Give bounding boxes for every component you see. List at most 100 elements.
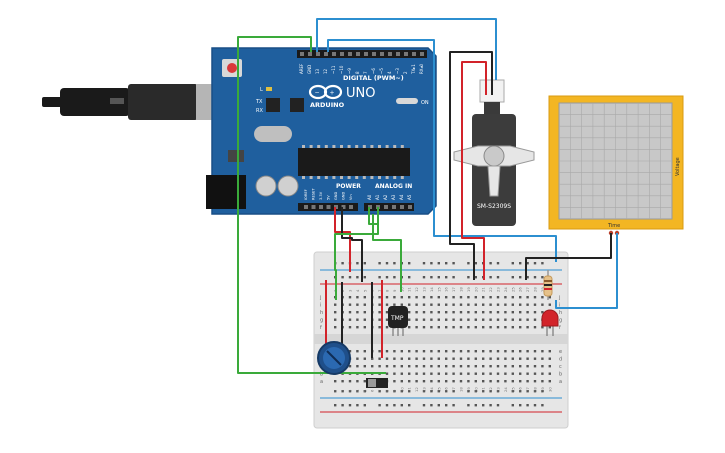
breadboard-hole[interactable] [378, 326, 381, 329]
header-pin[interactable] [341, 205, 346, 209]
breadboard-hole[interactable] [459, 372, 463, 375]
breadboard-hole[interactable] [533, 357, 537, 360]
rail-hole[interactable] [430, 390, 433, 393]
breadboard-hole[interactable] [489, 350, 492, 353]
breadboard-hole[interactable] [422, 318, 426, 321]
breadboard-hole[interactable] [548, 326, 551, 329]
rail-hole[interactable] [437, 404, 440, 407]
rail-hole[interactable] [452, 276, 455, 279]
rail-hole[interactable] [334, 390, 337, 393]
rail-hole[interactable] [467, 404, 470, 407]
breadboard-hole[interactable] [482, 311, 485, 314]
rail-hole[interactable] [496, 262, 500, 265]
breadboard-hole[interactable] [415, 350, 418, 353]
rail-hole[interactable] [378, 276, 381, 279]
breadboard-hole[interactable] [548, 357, 551, 360]
breadboard-hole[interactable] [482, 380, 485, 383]
breadboard-hole[interactable] [519, 326, 522, 329]
breadboard-hole[interactable] [385, 326, 389, 329]
breadboard-hole[interactable] [489, 311, 492, 314]
breadboard-hole[interactable] [459, 380, 463, 383]
header-pin[interactable] [400, 205, 404, 209]
rail-hole[interactable] [452, 390, 455, 393]
breadboard-hole[interactable] [504, 357, 507, 360]
rail-hole[interactable] [496, 404, 500, 407]
breadboard-hole[interactable] [348, 326, 352, 329]
breadboard-hole[interactable] [533, 303, 537, 306]
breadboard-hole[interactable] [430, 357, 433, 360]
breadboard-hole[interactable] [430, 296, 433, 299]
header-pin[interactable] [311, 205, 316, 209]
breadboard-hole[interactable] [356, 350, 359, 353]
breadboard-hole[interactable] [334, 303, 337, 306]
breadboard-hole[interactable] [474, 311, 477, 314]
rail-hole[interactable] [385, 404, 389, 407]
header-pin[interactable] [364, 52, 368, 56]
rail-hole[interactable] [363, 262, 366, 265]
rail-hole[interactable] [437, 390, 440, 393]
header-pin[interactable] [380, 52, 384, 56]
wire-green[interactable] [372, 214, 402, 292]
breadboard-hole[interactable] [430, 303, 433, 306]
header-pin[interactable] [348, 52, 352, 56]
breadboard-hole[interactable] [363, 326, 366, 329]
breadboard-hole[interactable] [533, 380, 537, 383]
breadboard-hole[interactable] [363, 380, 366, 383]
breadboard-hole[interactable] [385, 296, 389, 299]
breadboard-hole[interactable] [459, 303, 463, 306]
breadboard-hole[interactable] [400, 372, 403, 375]
breadboard-hole[interactable] [511, 365, 514, 368]
breadboard-hole[interactable] [348, 296, 352, 299]
rail-hole[interactable] [519, 262, 522, 265]
rail-hole[interactable] [511, 390, 514, 393]
rail-hole[interactable] [467, 390, 470, 393]
rail-hole[interactable] [474, 262, 477, 265]
breadboard-hole[interactable] [533, 318, 537, 321]
slide-switch[interactable] [366, 378, 388, 388]
breadboard-hole[interactable] [348, 303, 352, 306]
breadboard-hole[interactable] [533, 326, 537, 329]
rail-hole[interactable] [482, 390, 485, 393]
header-pin[interactable] [324, 52, 328, 56]
header-pin[interactable] [384, 205, 388, 209]
breadboard-hole[interactable] [496, 365, 500, 368]
breadboard-hole[interactable] [385, 303, 389, 306]
breadboard-hole[interactable] [437, 350, 440, 353]
breadboard-hole[interactable] [459, 350, 463, 353]
resistor[interactable] [543, 270, 553, 300]
breadboard-hole[interactable] [526, 311, 529, 314]
rail-hole[interactable] [385, 276, 389, 279]
rail-hole[interactable] [422, 262, 426, 265]
breadboard-hole[interactable] [430, 380, 433, 383]
breadboard-hole[interactable] [437, 357, 440, 360]
rail-hole[interactable] [467, 276, 470, 279]
header-pin[interactable] [420, 52, 424, 56]
breadboard-hole[interactable] [363, 365, 366, 368]
breadboard-hole[interactable] [452, 311, 455, 314]
breadboard-hole[interactable] [496, 380, 500, 383]
breadboard-hole[interactable] [541, 296, 544, 299]
breadboard-hole[interactable] [400, 357, 403, 360]
breadboard-hole[interactable] [408, 380, 411, 383]
breadboard-hole[interactable] [504, 372, 507, 375]
header-pin[interactable] [392, 205, 396, 209]
breadboard-hole[interactable] [430, 365, 433, 368]
breadboard-hole[interactable] [511, 318, 514, 321]
rail-hole[interactable] [452, 262, 455, 265]
breadboard-hole[interactable] [533, 311, 537, 314]
breadboard-hole[interactable] [489, 318, 492, 321]
breadboard-hole[interactable] [452, 326, 455, 329]
header-pin[interactable] [408, 205, 412, 209]
breadboard-hole[interactable] [459, 326, 463, 329]
breadboard-hole[interactable] [496, 311, 500, 314]
rail-hole[interactable] [541, 262, 544, 265]
breadboard-hole[interactable] [504, 350, 507, 353]
breadboard-hole[interactable] [437, 318, 440, 321]
breadboard-hole[interactable] [482, 303, 485, 306]
rail-hole[interactable] [489, 262, 492, 265]
breadboard-hole[interactable] [548, 350, 551, 353]
breadboard-hole[interactable] [519, 357, 522, 360]
rail-hole[interactable] [496, 276, 500, 279]
rail-hole[interactable] [511, 262, 514, 265]
breadboard-hole[interactable] [541, 380, 544, 383]
